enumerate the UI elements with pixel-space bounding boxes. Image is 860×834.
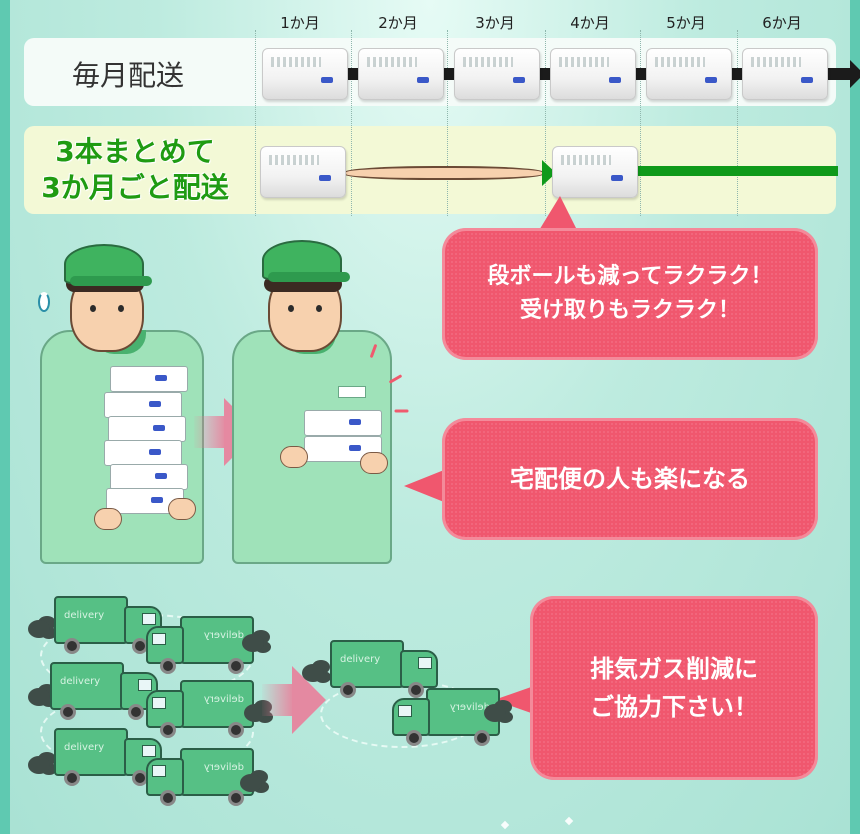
month-label-5: 5か月 bbox=[666, 14, 706, 32]
truck-icon bbox=[392, 688, 500, 748]
bubble-tail bbox=[404, 470, 444, 502]
monthly-delivery-label: 毎月配送 bbox=[72, 59, 185, 92]
courier-bubble: 宅配便の人も楽になる bbox=[442, 418, 818, 540]
box-icon bbox=[358, 48, 444, 100]
cardboard-bubble-line1: 段ボールも減ってラクラク！ bbox=[487, 264, 773, 289]
box-icon bbox=[262, 48, 348, 100]
eye bbox=[90, 305, 96, 312]
exhaust-bubble-line2: ご協力下さい！ bbox=[590, 693, 758, 721]
eye bbox=[316, 305, 322, 312]
box-icon bbox=[110, 366, 188, 392]
box-icon bbox=[260, 146, 346, 198]
truck-icon bbox=[146, 680, 254, 740]
month-label-2: 2か月 bbox=[378, 14, 418, 32]
box-icon bbox=[110, 464, 188, 490]
spark-icon bbox=[394, 409, 409, 413]
bundle-label-line2: 3か月ごと配送 bbox=[41, 171, 229, 204]
truck-icon bbox=[50, 662, 158, 722]
smoke-icon bbox=[302, 664, 324, 682]
box-icon bbox=[104, 440, 182, 466]
smoke-icon bbox=[244, 704, 266, 722]
arrow-icon bbox=[632, 166, 838, 176]
truck-icon bbox=[146, 616, 254, 676]
box-icon bbox=[552, 146, 638, 198]
smoke-icon bbox=[28, 688, 50, 706]
smoke-icon bbox=[28, 756, 50, 774]
hand bbox=[360, 452, 388, 474]
truck-icon bbox=[146, 748, 254, 808]
bundle-delivery-label: 3本まとめて 3か月ごと配送 bbox=[30, 134, 240, 206]
month-label-4: 4か月 bbox=[570, 14, 610, 32]
sweat-icon bbox=[38, 292, 50, 312]
smoke-icon bbox=[240, 774, 262, 792]
frame-right bbox=[850, 0, 860, 834]
month-label-1: 1か月 bbox=[280, 14, 320, 32]
name-badge bbox=[338, 386, 366, 398]
divider bbox=[737, 30, 738, 216]
truck-icon bbox=[330, 640, 438, 700]
divider bbox=[351, 30, 352, 216]
truck-icon bbox=[54, 596, 162, 656]
hand bbox=[280, 446, 308, 468]
box-icon bbox=[104, 392, 182, 418]
arrow-icon bbox=[344, 160, 556, 186]
month-label-3: 3か月 bbox=[475, 14, 515, 32]
divider bbox=[545, 30, 546, 216]
box-icon bbox=[454, 48, 540, 100]
eye bbox=[118, 305, 124, 312]
truck-icon bbox=[54, 728, 162, 788]
cap-brim bbox=[268, 272, 350, 282]
cardboard-bubble-line2: 受け取りもラクラク！ bbox=[519, 298, 740, 323]
bundle-label-line1: 3本まとめて bbox=[55, 135, 215, 168]
eye bbox=[288, 305, 294, 312]
box-icon bbox=[646, 48, 732, 100]
exhaust-bubble-line1: 排気ガス削減に bbox=[590, 655, 758, 683]
box-icon bbox=[304, 410, 382, 436]
box-icon bbox=[742, 48, 828, 100]
month-label-6: 6か月 bbox=[762, 14, 802, 32]
box-icon bbox=[108, 416, 186, 442]
box-icon bbox=[550, 48, 636, 100]
hand bbox=[168, 498, 196, 520]
smoke-icon bbox=[484, 704, 506, 722]
cap-brim bbox=[70, 276, 152, 286]
divider bbox=[447, 30, 448, 216]
smoke-icon bbox=[28, 620, 50, 638]
divider bbox=[640, 30, 641, 216]
divider bbox=[255, 30, 256, 216]
hand bbox=[94, 508, 122, 530]
exhaust-bubble: 排気ガス削減に ご協力下さい！ bbox=[530, 596, 818, 780]
cardboard-bubble: 段ボールも減ってラクラク！ 受け取りもラクラク！ bbox=[442, 228, 818, 360]
smoke-icon bbox=[242, 634, 264, 652]
frame-left bbox=[0, 0, 10, 834]
bubble-tail bbox=[538, 196, 578, 232]
